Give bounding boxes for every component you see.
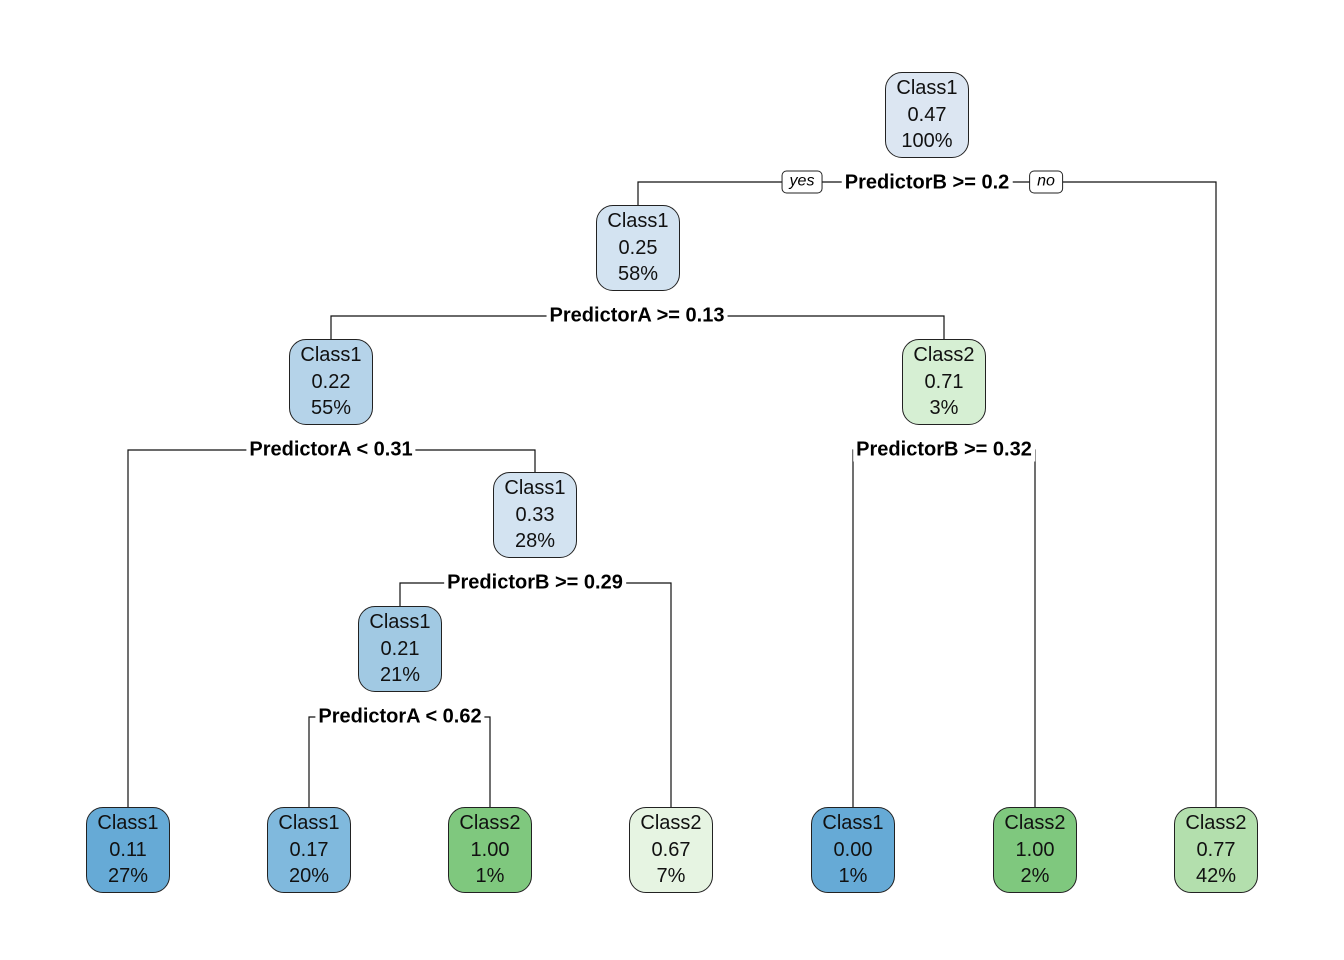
tree-leaf: Class2 1.00 1% [448, 807, 532, 893]
node-probability: 1.00 [1015, 838, 1055, 861]
node-percent: 20% [288, 865, 330, 888]
node-percent: 7% [656, 865, 686, 888]
node-probability: 0.21 [380, 637, 420, 660]
node-class: Class1 [97, 812, 159, 835]
split-label: PredictorA < 0.31 [246, 438, 416, 462]
node-probability: 0.47 [907, 103, 947, 126]
node-class: Class2 [1004, 812, 1066, 835]
node-probability: 0.11 [109, 838, 147, 861]
node-percent: 100% [901, 130, 953, 153]
node-percent: 42% [1195, 865, 1237, 888]
node-class: Class1 [504, 477, 566, 500]
node-probability: 0.77 [1196, 838, 1236, 861]
node-percent: 2% [1020, 865, 1050, 888]
node-class: Class1 [278, 812, 340, 835]
no-branch-label: no [1029, 170, 1063, 194]
split-label: PredictorA < 0.62 [315, 705, 485, 729]
node-class: Class2 [640, 812, 702, 835]
split-label: PredictorB >= 0.32 [853, 438, 1035, 462]
tree-node: Class1 0.33 28% [493, 472, 577, 558]
edge-root-split [637, 181, 1217, 823]
node-class: Class1 [607, 210, 669, 233]
split-label: PredictorA >= 0.13 [546, 304, 728, 328]
node-percent: 55% [310, 397, 352, 420]
tree-node: Class1 0.22 55% [289, 339, 373, 425]
node-class: Class2 [913, 344, 975, 367]
yes-branch-label: yes [781, 170, 823, 194]
node-percent: 27% [107, 865, 149, 888]
node-probability: 1.00 [470, 838, 510, 861]
split-label: PredictorB >= 0.29 [444, 571, 626, 595]
node-percent: 1% [475, 865, 505, 888]
node-probability: 0.17 [289, 838, 329, 861]
node-class: Class1 [369, 611, 431, 634]
node-percent: 3% [929, 397, 959, 420]
tree-leaf: Class1 0.00 1% [811, 807, 895, 893]
tree-leaf: Class1 0.11 27% [86, 807, 170, 893]
split-label: PredictorB >= 0.2 [841, 171, 1013, 195]
tree-leaf: Class2 1.00 2% [993, 807, 1077, 893]
node-probability: 0.71 [924, 370, 964, 393]
tree-leaf: Class1 0.17 20% [267, 807, 351, 893]
node-class: Class1 [822, 812, 884, 835]
tree-node-root: Class1 0.47 100% [885, 72, 969, 158]
tree-leaf: Class2 0.67 7% [629, 807, 713, 893]
node-class: Class2 [459, 812, 521, 835]
node-class: Class1 [300, 344, 362, 367]
node-probability: 0.00 [833, 838, 873, 861]
edge-n3-split [127, 449, 536, 823]
tree-node: Class1 0.21 21% [358, 606, 442, 692]
node-class: Class2 [1185, 812, 1247, 835]
node-percent: 28% [514, 530, 556, 553]
node-probability: 0.25 [618, 236, 658, 259]
node-probability: 0.22 [311, 370, 351, 393]
node-probability: 0.67 [651, 838, 691, 861]
node-probability: 0.33 [515, 503, 555, 526]
node-class: Class1 [896, 77, 958, 100]
node-percent: 58% [617, 263, 659, 286]
node-percent: 1% [838, 865, 868, 888]
tree-node: Class1 0.25 58% [596, 205, 680, 291]
edge-n4-split [852, 449, 1036, 823]
tree-leaf: Class2 0.77 42% [1174, 807, 1258, 893]
node-percent: 21% [379, 664, 421, 687]
tree-node: Class2 0.71 3% [902, 339, 986, 425]
